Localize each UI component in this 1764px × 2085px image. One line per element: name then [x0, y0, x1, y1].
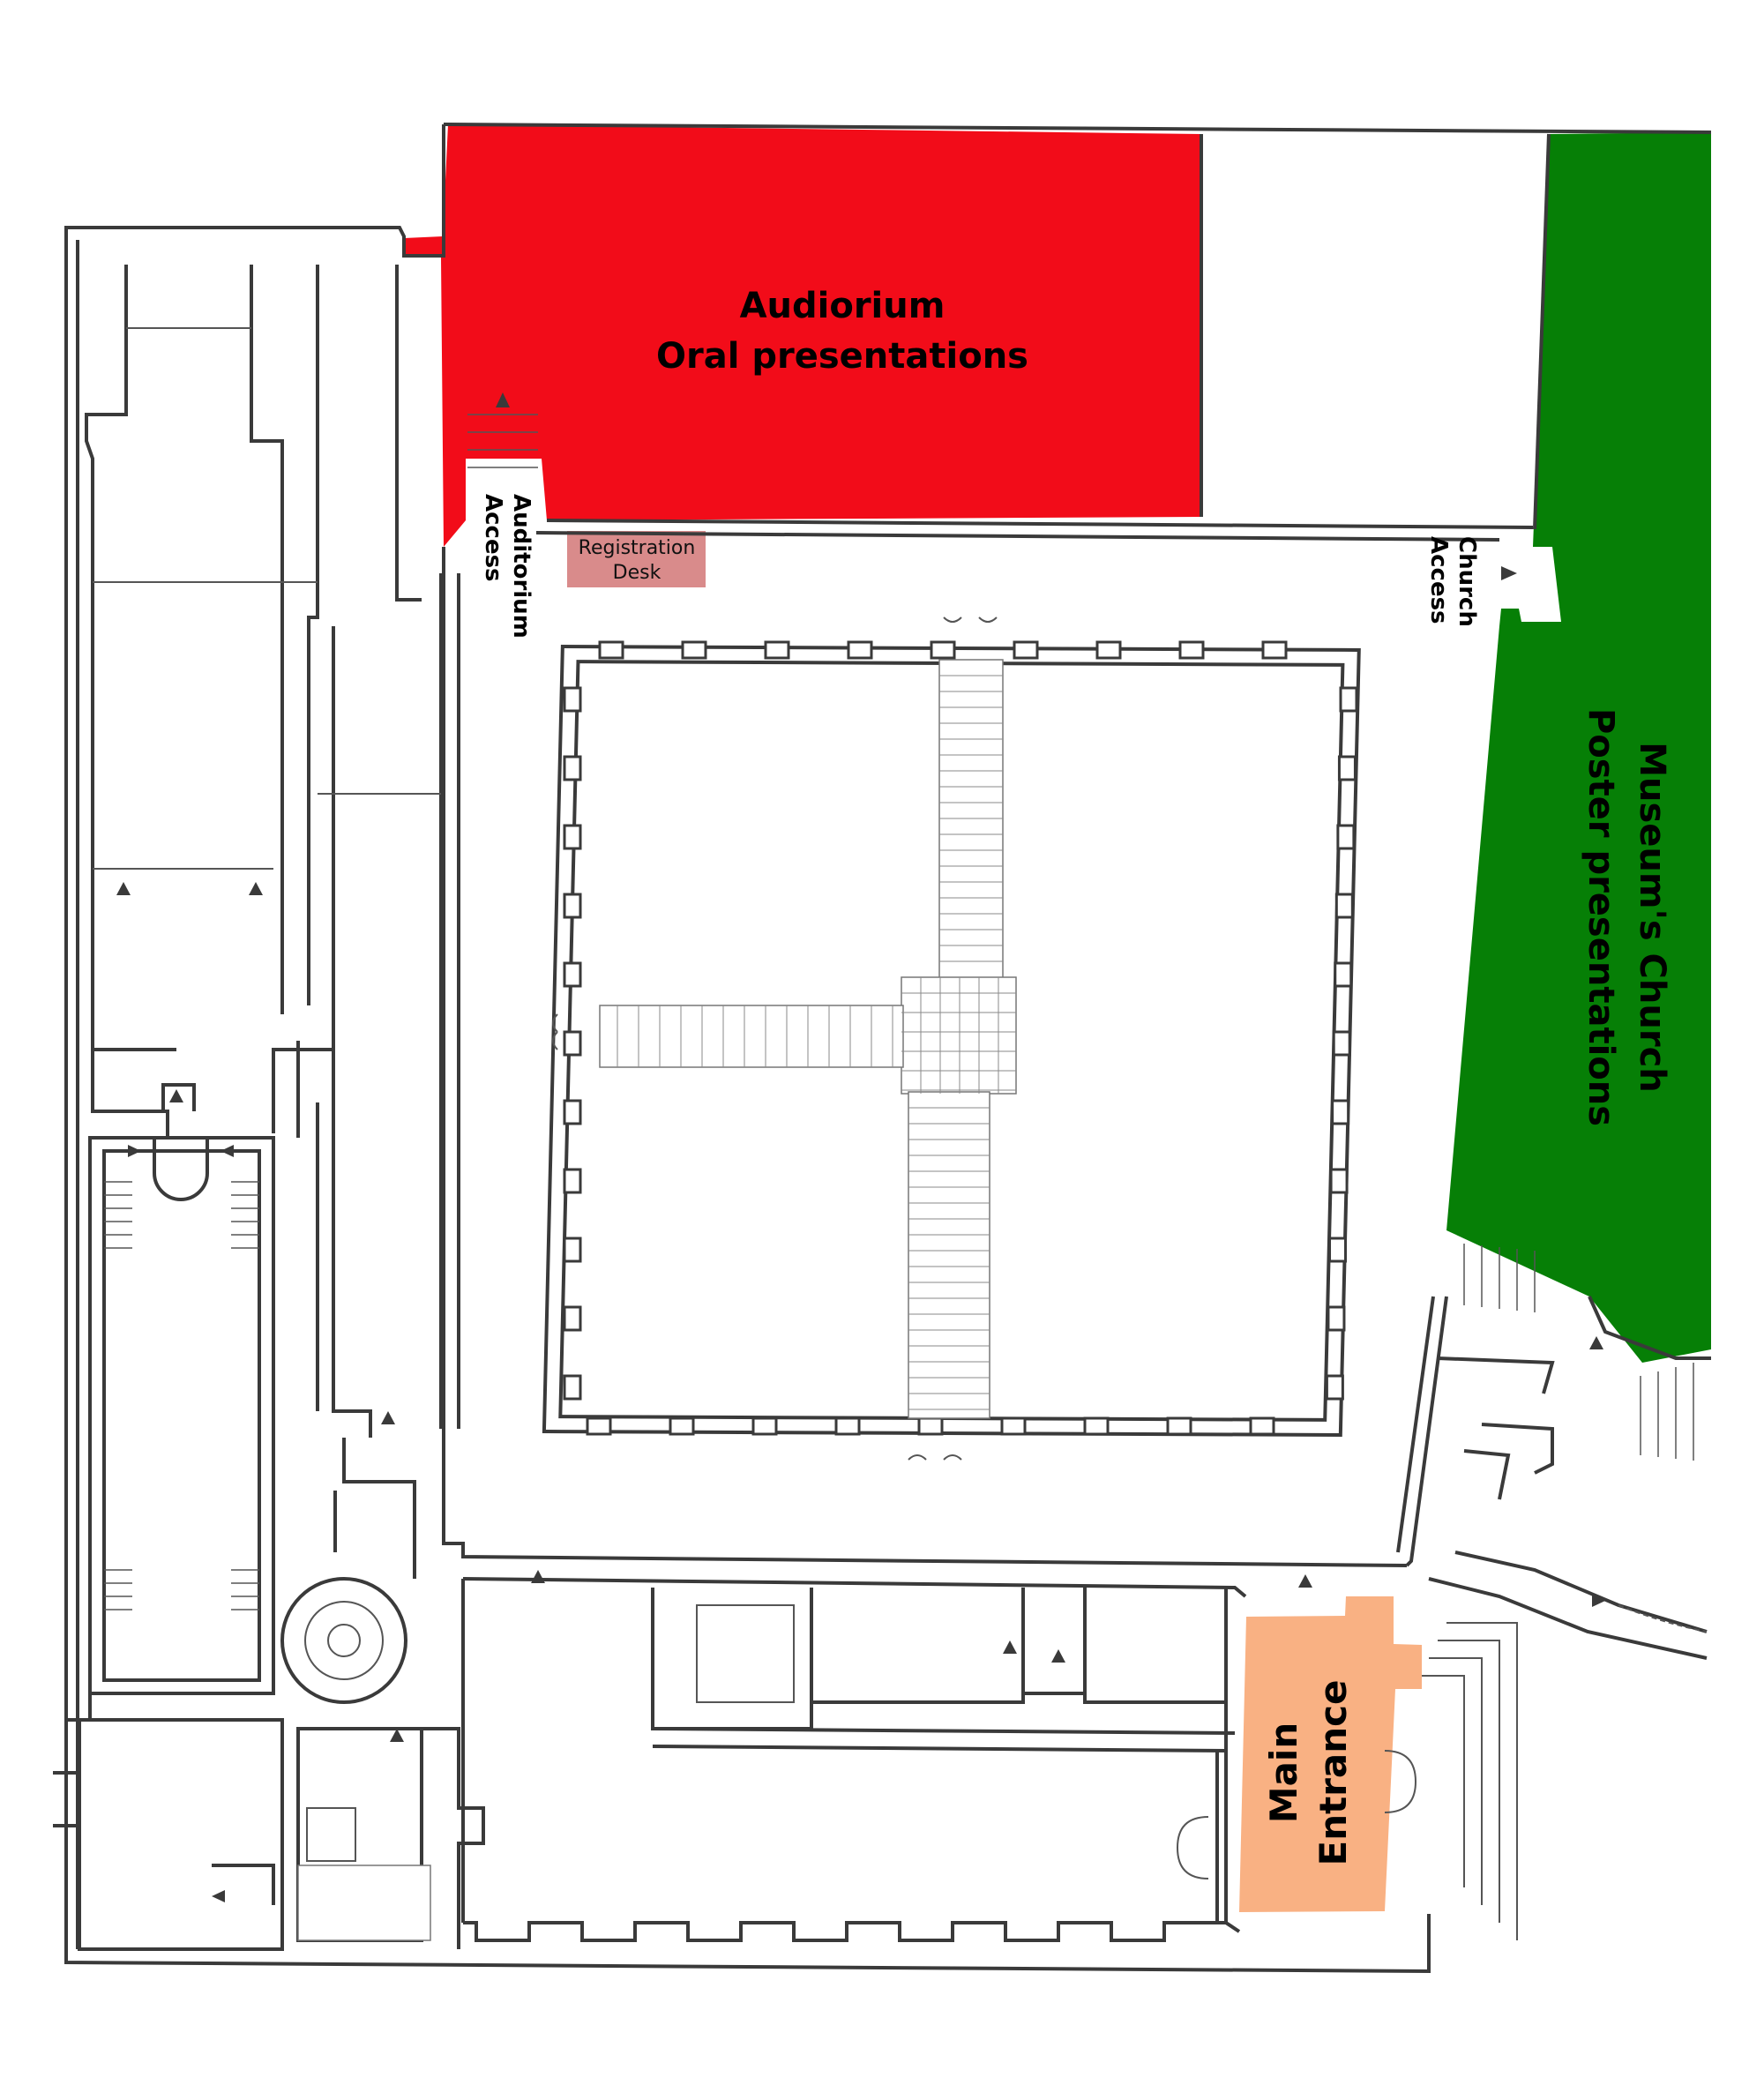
- courtyard-pier: [563, 1030, 582, 1057]
- church-access-label-line1: Church: [1454, 536, 1480, 627]
- courtyard-pier: [681, 640, 707, 660]
- courtyard-pier: [1095, 640, 1122, 660]
- registration-desk-zone[interactable]: [567, 531, 706, 587]
- courtyard-pier: [764, 640, 790, 660]
- courtyard-pier: [1336, 824, 1356, 850]
- courtyard-pier: [1178, 640, 1205, 660]
- west-wing: [53, 265, 485, 1951]
- courtyard-pier: [1337, 755, 1357, 781]
- south-rooms: [442, 547, 1708, 1942]
- auditorium-access-label-line1: Auditorium: [508, 494, 534, 639]
- courtyard-pier: [1334, 961, 1353, 988]
- courtyard-pier: [1000, 1416, 1027, 1436]
- courtyard-pier: [586, 1416, 612, 1436]
- outer-walls: [64, 123, 1712, 1974]
- courtyard-pier: [917, 1416, 944, 1436]
- courtyard-pier: [1325, 1374, 1344, 1401]
- courtyard-pier: [1261, 640, 1288, 660]
- registration-desk-label-line1: Registration: [579, 537, 696, 559]
- courtyard-pier: [563, 1099, 582, 1125]
- courtyard-pier: [563, 1168, 582, 1194]
- museum-church-zone[interactable]: [1446, 132, 1711, 1363]
- courtyard-pier: [930, 640, 956, 660]
- courtyard-pier: [563, 824, 582, 850]
- auditorium-zone[interactable]: [404, 124, 1201, 547]
- courtyard-pier: [1332, 1030, 1351, 1057]
- courtyard-pier: [563, 893, 582, 919]
- courtyard-pier: [563, 1374, 582, 1401]
- courtyard: [542, 617, 1361, 1461]
- courtyard-pier: [563, 755, 582, 781]
- courtyard-pier: [598, 640, 624, 660]
- stairs: [104, 414, 538, 1610]
- church-title-line1: Museum's Church: [1632, 742, 1672, 1093]
- courtyard-pier: [563, 961, 582, 988]
- stair-arrows: [116, 392, 1605, 1902]
- auditorium-title-line1: Audiorium: [740, 286, 946, 326]
- labels: Audiorium Oral presentations Auditorium …: [480, 286, 1672, 1866]
- main-entrance-label-line2: Entrance: [1312, 1679, 1355, 1865]
- zones: [404, 124, 1711, 1912]
- courtyard-pier: [847, 640, 873, 660]
- courtyard-pier: [834, 1416, 861, 1436]
- courtyard-pier: [1083, 1416, 1110, 1436]
- courtyard-pier: [1328, 1237, 1348, 1263]
- courtyard-pier: [563, 1237, 582, 1263]
- courtyard-pier: [1334, 893, 1354, 919]
- courtyard-pier: [1331, 1099, 1350, 1125]
- church-access-label-line2: Access: [1425, 536, 1452, 624]
- courtyard-pier: [563, 1305, 582, 1332]
- courtyard-pier: [751, 1416, 778, 1436]
- courtyard-pier: [1013, 640, 1039, 660]
- church-title-line2: Poster presentations: [1581, 708, 1621, 1126]
- courtyard-pier: [1329, 1168, 1349, 1194]
- courtyard-pier: [1166, 1416, 1192, 1436]
- auditorium-title-line2: Oral presentations: [656, 336, 1028, 377]
- courtyard-pier: [1327, 1305, 1346, 1332]
- registration-desk-label-line2: Desk: [613, 562, 662, 584]
- main-entrance-zone[interactable]: [1239, 1596, 1422, 1912]
- courtyard-pier: [563, 686, 582, 713]
- courtyard-pier: [1339, 686, 1358, 713]
- main-entrance-label-line1: Main: [1262, 1723, 1305, 1823]
- courtyard-pier: [1249, 1416, 1275, 1436]
- auditorium-access-label-line2: Access: [480, 494, 506, 582]
- courtyard-pier: [669, 1416, 695, 1436]
